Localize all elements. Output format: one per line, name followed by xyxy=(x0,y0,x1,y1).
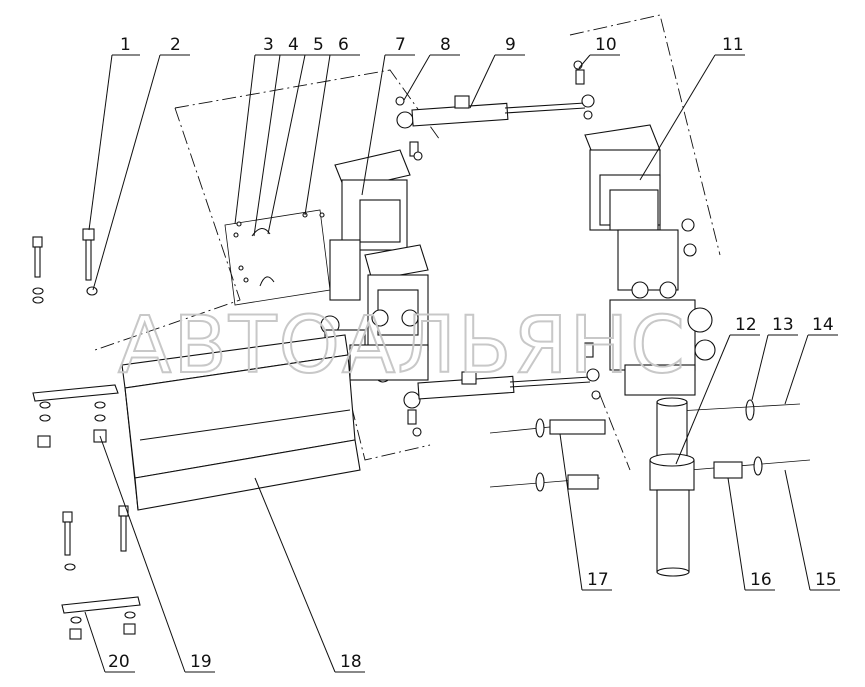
strap-plate-lower xyxy=(61,505,141,640)
callout-5: 5 xyxy=(313,35,324,55)
watermark: АВТОАЛЬЯНС xyxy=(118,301,687,391)
callout-8: 8 xyxy=(440,35,451,55)
callout-6: 6 xyxy=(338,35,349,55)
callout-15: 15 xyxy=(815,570,837,590)
callout-3: 3 xyxy=(263,35,274,55)
right-frame-assembly xyxy=(584,124,716,396)
assembly-boundary-left-lower xyxy=(94,107,241,351)
loose-bolt-group xyxy=(32,228,98,304)
callout-16: 16 xyxy=(750,570,772,590)
callout-labels: 1 2 3 4 5 6 7 8 9 10 11 12 13 14 15 16 1… xyxy=(108,35,837,672)
assembly-boundary-right-lower xyxy=(599,394,631,471)
strap-plate-upper xyxy=(32,384,119,448)
leader-lines xyxy=(84,54,840,673)
callout-18: 18 xyxy=(340,652,362,672)
cover-box xyxy=(121,334,361,511)
vertical-tube xyxy=(649,397,695,577)
callout-17: 17 xyxy=(587,570,609,590)
callout-10: 10 xyxy=(595,35,617,55)
callout-11: 11 xyxy=(722,35,744,55)
assembly-boundary-right xyxy=(569,14,721,256)
callout-2: 2 xyxy=(170,35,181,55)
callout-12: 12 xyxy=(735,315,757,335)
callout-19: 19 xyxy=(190,652,212,672)
callout-9: 9 xyxy=(505,35,516,55)
callout-20: 20 xyxy=(108,652,130,672)
hydraulic-cylinder-upper xyxy=(395,60,595,161)
hydraulic-cylinder-lower xyxy=(403,342,601,437)
callout-4: 4 xyxy=(288,35,299,55)
callout-14: 14 xyxy=(812,315,834,335)
pin-assembly-lower xyxy=(489,456,811,492)
pin-assembly-upper xyxy=(489,399,801,438)
callout-7: 7 xyxy=(395,35,406,55)
mounting-plate xyxy=(224,209,331,306)
callout-13: 13 xyxy=(772,315,794,335)
callout-1: 1 xyxy=(120,35,131,55)
left-frame-assembly xyxy=(320,149,429,383)
